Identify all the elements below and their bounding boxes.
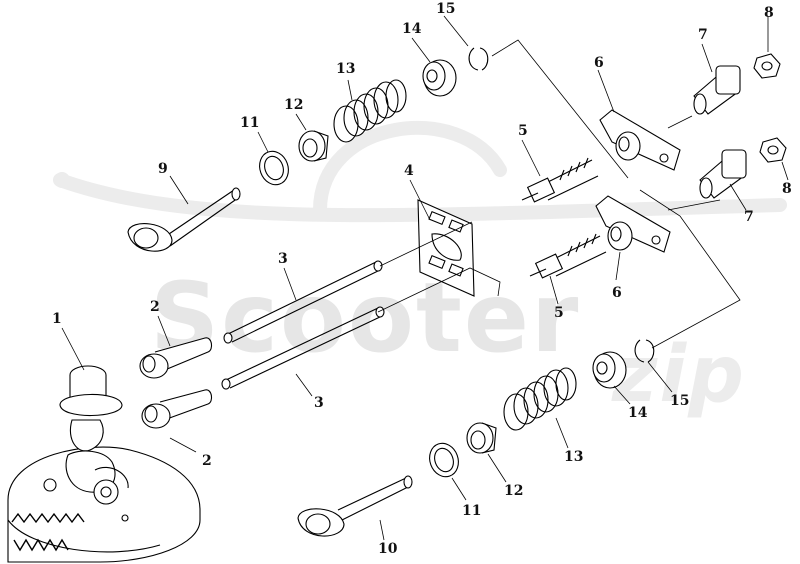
callout-12-upper: 12 — [284, 97, 304, 113]
nut-part-lower — [759, 137, 787, 163]
callout-7-upper: 7 — [698, 27, 708, 43]
valve-seal-ring-part-upper — [259, 150, 289, 186]
watermark-sub: zip — [612, 330, 746, 420]
callout-15-upper: 15 — [436, 1, 456, 17]
watermark-bike-arc — [313, 120, 507, 217]
callout-14-lower: 14 — [628, 405, 648, 421]
camshaft-gear-part — [7, 365, 201, 563]
rocker-cap-part-upper — [693, 65, 741, 115]
rocker-arm-part-upper — [599, 109, 681, 171]
callout-2-upper: 2 — [150, 299, 160, 315]
callout-4: 4 — [404, 163, 414, 179]
spring-seat-part-upper — [298, 130, 329, 162]
valve-retainer-part-upper — [422, 59, 457, 97]
watermark-dot — [54, 172, 70, 188]
rocker-stud-part-lower — [529, 233, 607, 279]
callout-10: 10 — [378, 541, 398, 557]
callout-15-lower: 15 — [670, 393, 690, 409]
callout-13-upper: 13 — [336, 61, 356, 77]
pushrod-guide-plate-part — [417, 199, 475, 297]
callout-8-lower: 8 — [782, 181, 792, 197]
callout-3-upper: 3 — [278, 251, 288, 267]
rocker-stud-part-upper — [521, 157, 599, 203]
callout-3-lower: 3 — [314, 395, 324, 411]
rocker-cap-part-lower — [699, 149, 747, 199]
exhaust-valve-part — [297, 475, 413, 537]
valve-spring-part-lower — [503, 367, 577, 431]
nut-part-upper — [753, 53, 781, 79]
callout-5-lower: 5 — [554, 305, 564, 321]
callout-12-lower: 12 — [504, 483, 524, 499]
intake-valve-part — [127, 187, 241, 252]
valve-cotter-part-lower — [634, 339, 655, 363]
tappet-part-upper — [139, 337, 213, 379]
callout-6-upper: 6 — [594, 55, 604, 71]
pushrod-part-upper — [223, 260, 383, 344]
tappet-part-lower — [141, 389, 213, 429]
callout-5-upper: 5 — [518, 123, 528, 139]
rocker-arm-part-lower — [595, 195, 671, 253]
watermark-swoosh — [53, 173, 787, 223]
callout-13-lower: 13 — [564, 449, 584, 465]
watermark-brand: Scooter — [150, 262, 581, 374]
callout-2-lower: 2 — [202, 453, 212, 469]
callout-14-upper: 14 — [402, 21, 422, 37]
pushrod-part-lower — [221, 306, 385, 390]
callout-11-upper: 11 — [240, 115, 260, 131]
callout-6-lower: 6 — [612, 285, 622, 301]
callout-8-upper: 8 — [764, 5, 774, 21]
spring-seat-part-lower — [466, 422, 497, 454]
callout-1: 1 — [52, 311, 62, 327]
assembly-lines — [377, 39, 741, 349]
callout-7-lower: 7 — [744, 209, 754, 225]
valve-seal-ring-part-lower — [429, 442, 459, 478]
valve-spring-part-upper — [333, 79, 407, 143]
valve-cotter-part-upper — [468, 47, 489, 71]
valve-retainer-part-lower — [592, 351, 627, 389]
leader-lines — [61, 15, 789, 541]
callout-9: 9 — [158, 161, 168, 177]
callout-11-lower: 11 — [462, 503, 482, 519]
